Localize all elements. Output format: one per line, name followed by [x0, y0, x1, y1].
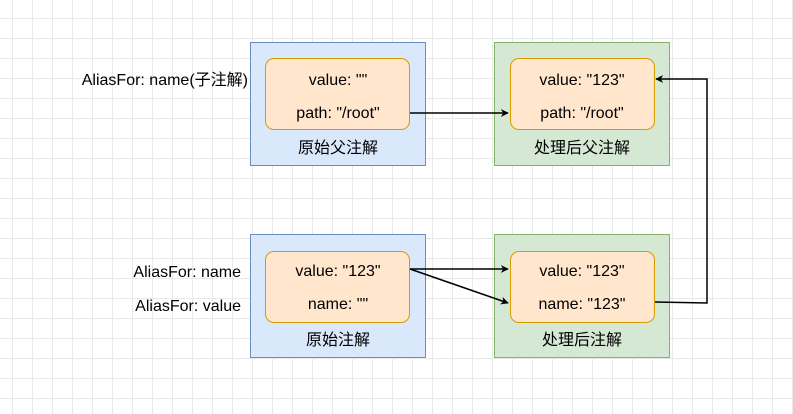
- arrow-value-to-name: [409, 268, 509, 305]
- original-parent-annotation: [250, 42, 426, 166]
- processed-parent-value: value: "123": [539, 72, 625, 89]
- processed-parent-caption: 处理后父注解: [533, 140, 630, 157]
- original-parent-value: value: "": [308, 72, 368, 89]
- processed-annotation-value: value: "123": [539, 263, 625, 280]
- original-parent-fields: [265, 58, 410, 130]
- processed-parent-annotation: [494, 42, 670, 166]
- original-parent-alias-label: AliasFor: name(子注解): [81, 72, 248, 89]
- original-annotation-value: value: "123": [295, 263, 381, 280]
- original-annotation-caption: 原始注解: [305, 332, 370, 349]
- original-annotation-alias-name-label: AliasFor: name: [133, 264, 241, 281]
- original-annotation: [250, 234, 426, 358]
- original-annotation-name: name: "": [307, 296, 369, 313]
- processed-parent-fields: [510, 58, 655, 130]
- processed-annotation-name: name: "123": [538, 296, 626, 313]
- original-annotation-alias-value-label: AliasFor: value: [135, 298, 241, 315]
- arrow-name-to-parent-value: [654, 75, 708, 304]
- processed-annotation-fields: [510, 251, 655, 323]
- original-parent-caption: 原始父注解: [297, 140, 378, 157]
- original-annotation-fields: [265, 251, 410, 323]
- processed-annotation-caption: 处理后注解: [541, 332, 622, 349]
- processed-annotation: [494, 234, 670, 358]
- processed-parent-path: path: "/root": [540, 105, 624, 122]
- original-parent-path: path: "/root": [296, 105, 380, 122]
